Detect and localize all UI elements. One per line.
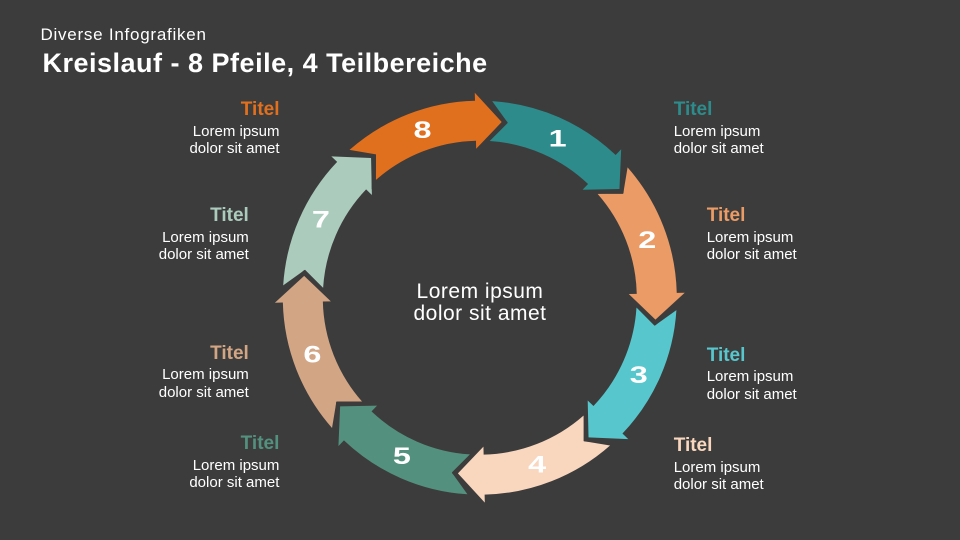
svg-text:5: 5 — [393, 443, 411, 470]
svg-text:6: 6 — [303, 342, 321, 369]
svg-text:2: 2 — [638, 227, 656, 254]
svg-text:1: 1 — [549, 125, 567, 152]
svg-text:3: 3 — [630, 362, 648, 389]
svg-text:7: 7 — [312, 206, 330, 233]
svg-text:4: 4 — [528, 452, 546, 479]
svg-text:8: 8 — [413, 117, 431, 144]
